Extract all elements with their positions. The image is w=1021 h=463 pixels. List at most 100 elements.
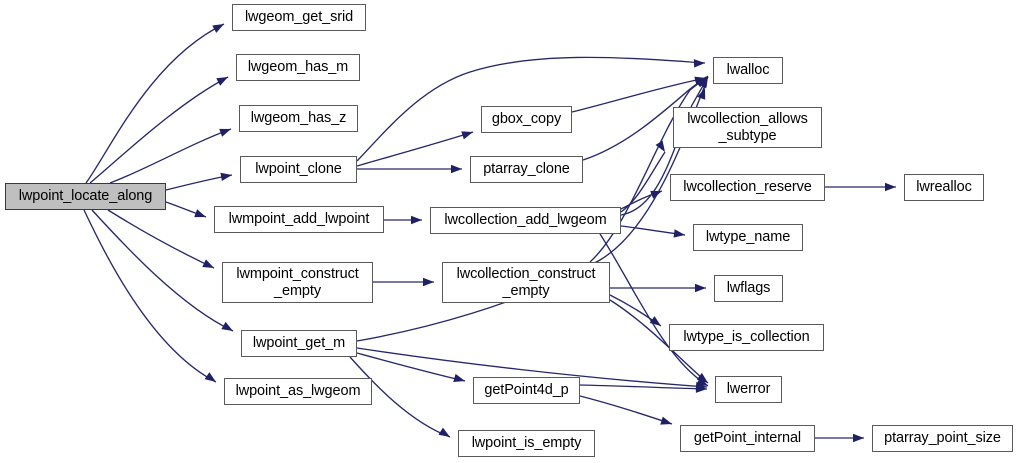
arrow-head-icon [220, 172, 232, 182]
graph-node-label: lwpoint_clone [255, 161, 342, 178]
arrow-head-icon [699, 76, 708, 88]
graph-node-ptarray_point_size[interactable]: ptarray_point_size [872, 425, 1013, 452]
arrow-head-icon [698, 77, 708, 89]
arrow-head-icon [673, 229, 685, 238]
arrow-head-icon [694, 76, 706, 85]
graph-node-label: lwcollection_construct _empty [456, 266, 596, 299]
graph-node-getPoint_internal[interactable]: getPoint_internal [680, 425, 815, 452]
arrow-head-icon [194, 209, 206, 218]
graph-node-label: ptarray_point_size [884, 430, 1001, 447]
graph-node-label: lwerror [726, 381, 771, 398]
call-edge [356, 131, 474, 167]
call-edge [589, 75, 709, 263]
arrow-head-icon [693, 59, 705, 68]
graph-node-label: lwrealloc [916, 179, 972, 196]
arrow-head-icon [697, 88, 706, 100]
call-edge [83, 209, 217, 383]
graph-node-lwpoint_is_empty[interactable]: lwpoint_is_empty [458, 430, 595, 457]
arrow-head-icon [453, 373, 465, 383]
graph-node-label: lwalloc [726, 62, 770, 79]
graph-node-label: lwtype_name [705, 229, 791, 246]
graph-node-lwpoint_locate_along[interactable]: lwpoint_locate_along [5, 183, 166, 210]
call-edge [356, 352, 466, 382]
call-edge [579, 395, 673, 425]
graph-node-label: lwmpoint_add_lwpoint [228, 211, 370, 228]
graph-node-label: getPoint4d_p [484, 382, 569, 399]
arrow-head-icon [461, 131, 473, 140]
arrow-head-icon [423, 277, 434, 287]
graph-node-label: lwcollection_reserve [683, 179, 812, 196]
arrow-head-icon [411, 215, 422, 225]
call-edge [89, 76, 229, 184]
graph-node-lwcollection_allows_subtype[interactable]: lwcollection_allows _subtype [673, 107, 822, 148]
graph-node-gbox_copy[interactable]: gbox_copy [481, 106, 572, 133]
arrow-head-icon [202, 259, 214, 268]
arrow-head-icon [885, 182, 896, 192]
graph-node-lwcollection_reserve[interactable]: lwcollection_reserve [670, 174, 825, 201]
graph-node-lwpoint_as_lwgeom[interactable]: lwpoint_as_lwgeom [224, 378, 372, 405]
call-edge [109, 128, 232, 184]
arrow-head-icon [695, 283, 706, 293]
call-edge [107, 209, 215, 269]
graph-node-lwmpoint_construct_empty[interactable]: lwmpoint_construct _empty [222, 262, 373, 303]
arrow-head-icon [219, 128, 231, 137]
arrow-head-icon [650, 190, 662, 199]
arrow-head-icon [212, 24, 224, 33]
graph-node-label: getPoint_internal [693, 430, 802, 447]
call-edge [579, 384, 708, 390]
arrow-head-icon [696, 376, 708, 386]
call-edge [165, 174, 233, 191]
arrow-head-icon [694, 77, 706, 88]
graph-node-lwgeom_get_srid[interactable]: lwgeom_get_srid [232, 4, 366, 31]
graph-node-ptarray_clone[interactable]: ptarray_clone [470, 156, 583, 183]
graph-node-lwtype_is_collection[interactable]: lwtype_is_collection [669, 324, 824, 351]
graph-node-label: lwpoint_get_m [252, 335, 346, 352]
graph-node-lwgeom_has_m[interactable]: lwgeom_has_m [236, 54, 360, 81]
graph-node-lwflags[interactable]: lwflags [714, 275, 783, 302]
graph-node-lwpoint_clone[interactable]: lwpoint_clone [240, 156, 357, 183]
arrow-head-icon [649, 316, 661, 326]
graph-node-getPoint4d_p[interactable]: getPoint4d_p [473, 377, 580, 404]
call-edge [165, 201, 207, 218]
graph-node-label: lwgeom_has_z [250, 110, 347, 127]
arrow-head-icon [853, 433, 864, 443]
graph-node-label: gbox_copy [491, 111, 562, 128]
call-edge [599, 233, 709, 387]
graph-node-lwcollection_add_lwgeom[interactable]: lwcollection_add_lwgeom [430, 207, 621, 234]
arrow-head-icon [696, 372, 708, 383]
arrow-head-icon [660, 416, 672, 425]
call-edge [609, 294, 662, 327]
graph-node-lwmpoint_add_lwpoint[interactable]: lwmpoint_add_lwpoint [214, 206, 384, 233]
graph-node-lwcollection_construct_empty[interactable]: lwcollection_construct _empty [442, 262, 610, 303]
call-edge [620, 225, 686, 236]
graph-node-lwtype_name[interactable]: lwtype_name [693, 224, 803, 251]
graph-node-label: ptarray_clone [483, 161, 570, 178]
graph-node-label: lwpoint_locate_along [18, 188, 153, 205]
graph-node-label: lwtype_is_collection [683, 329, 810, 346]
call-edge [620, 190, 663, 210]
graph-node-lwpoint_get_m[interactable]: lwpoint_get_m [241, 330, 357, 357]
call-edge [620, 151, 666, 213]
arrow-head-icon [695, 384, 707, 393]
graph-node-label: lwpoint_is_empty [471, 435, 582, 452]
graph-node-label: lwpoint_as_lwgeom [235, 383, 361, 400]
arrow-head-icon [221, 321, 233, 331]
arrow-head-icon [438, 427, 450, 437]
arrow-head-icon [216, 77, 228, 86]
arrow-head-icon [655, 140, 665, 152]
arrow-head-icon [451, 164, 462, 174]
call-edge [85, 23, 225, 184]
graph-node-lwalloc[interactable]: lwalloc [713, 57, 783, 84]
graph-node-lwrealloc[interactable]: lwrealloc [904, 174, 984, 201]
graph-node-label: lwgeom_has_m [247, 59, 349, 76]
graph-node-label: lwcollection_allows _subtype [687, 111, 808, 144]
call-edge [91, 209, 234, 332]
graph-node-label: lwflags [726, 280, 771, 297]
graph-node-lwgeom_has_z[interactable]: lwgeom_has_z [239, 105, 358, 132]
graph-node-label: lwcollection_add_lwgeom [444, 212, 607, 229]
graph-node-label: lwmpoint_construct _empty [236, 266, 359, 299]
graph-node-lwerror[interactable]: lwerror [715, 376, 782, 403]
graph-node-label: lwgeom_get_srid [244, 9, 354, 26]
arrow-head-icon [204, 372, 216, 382]
